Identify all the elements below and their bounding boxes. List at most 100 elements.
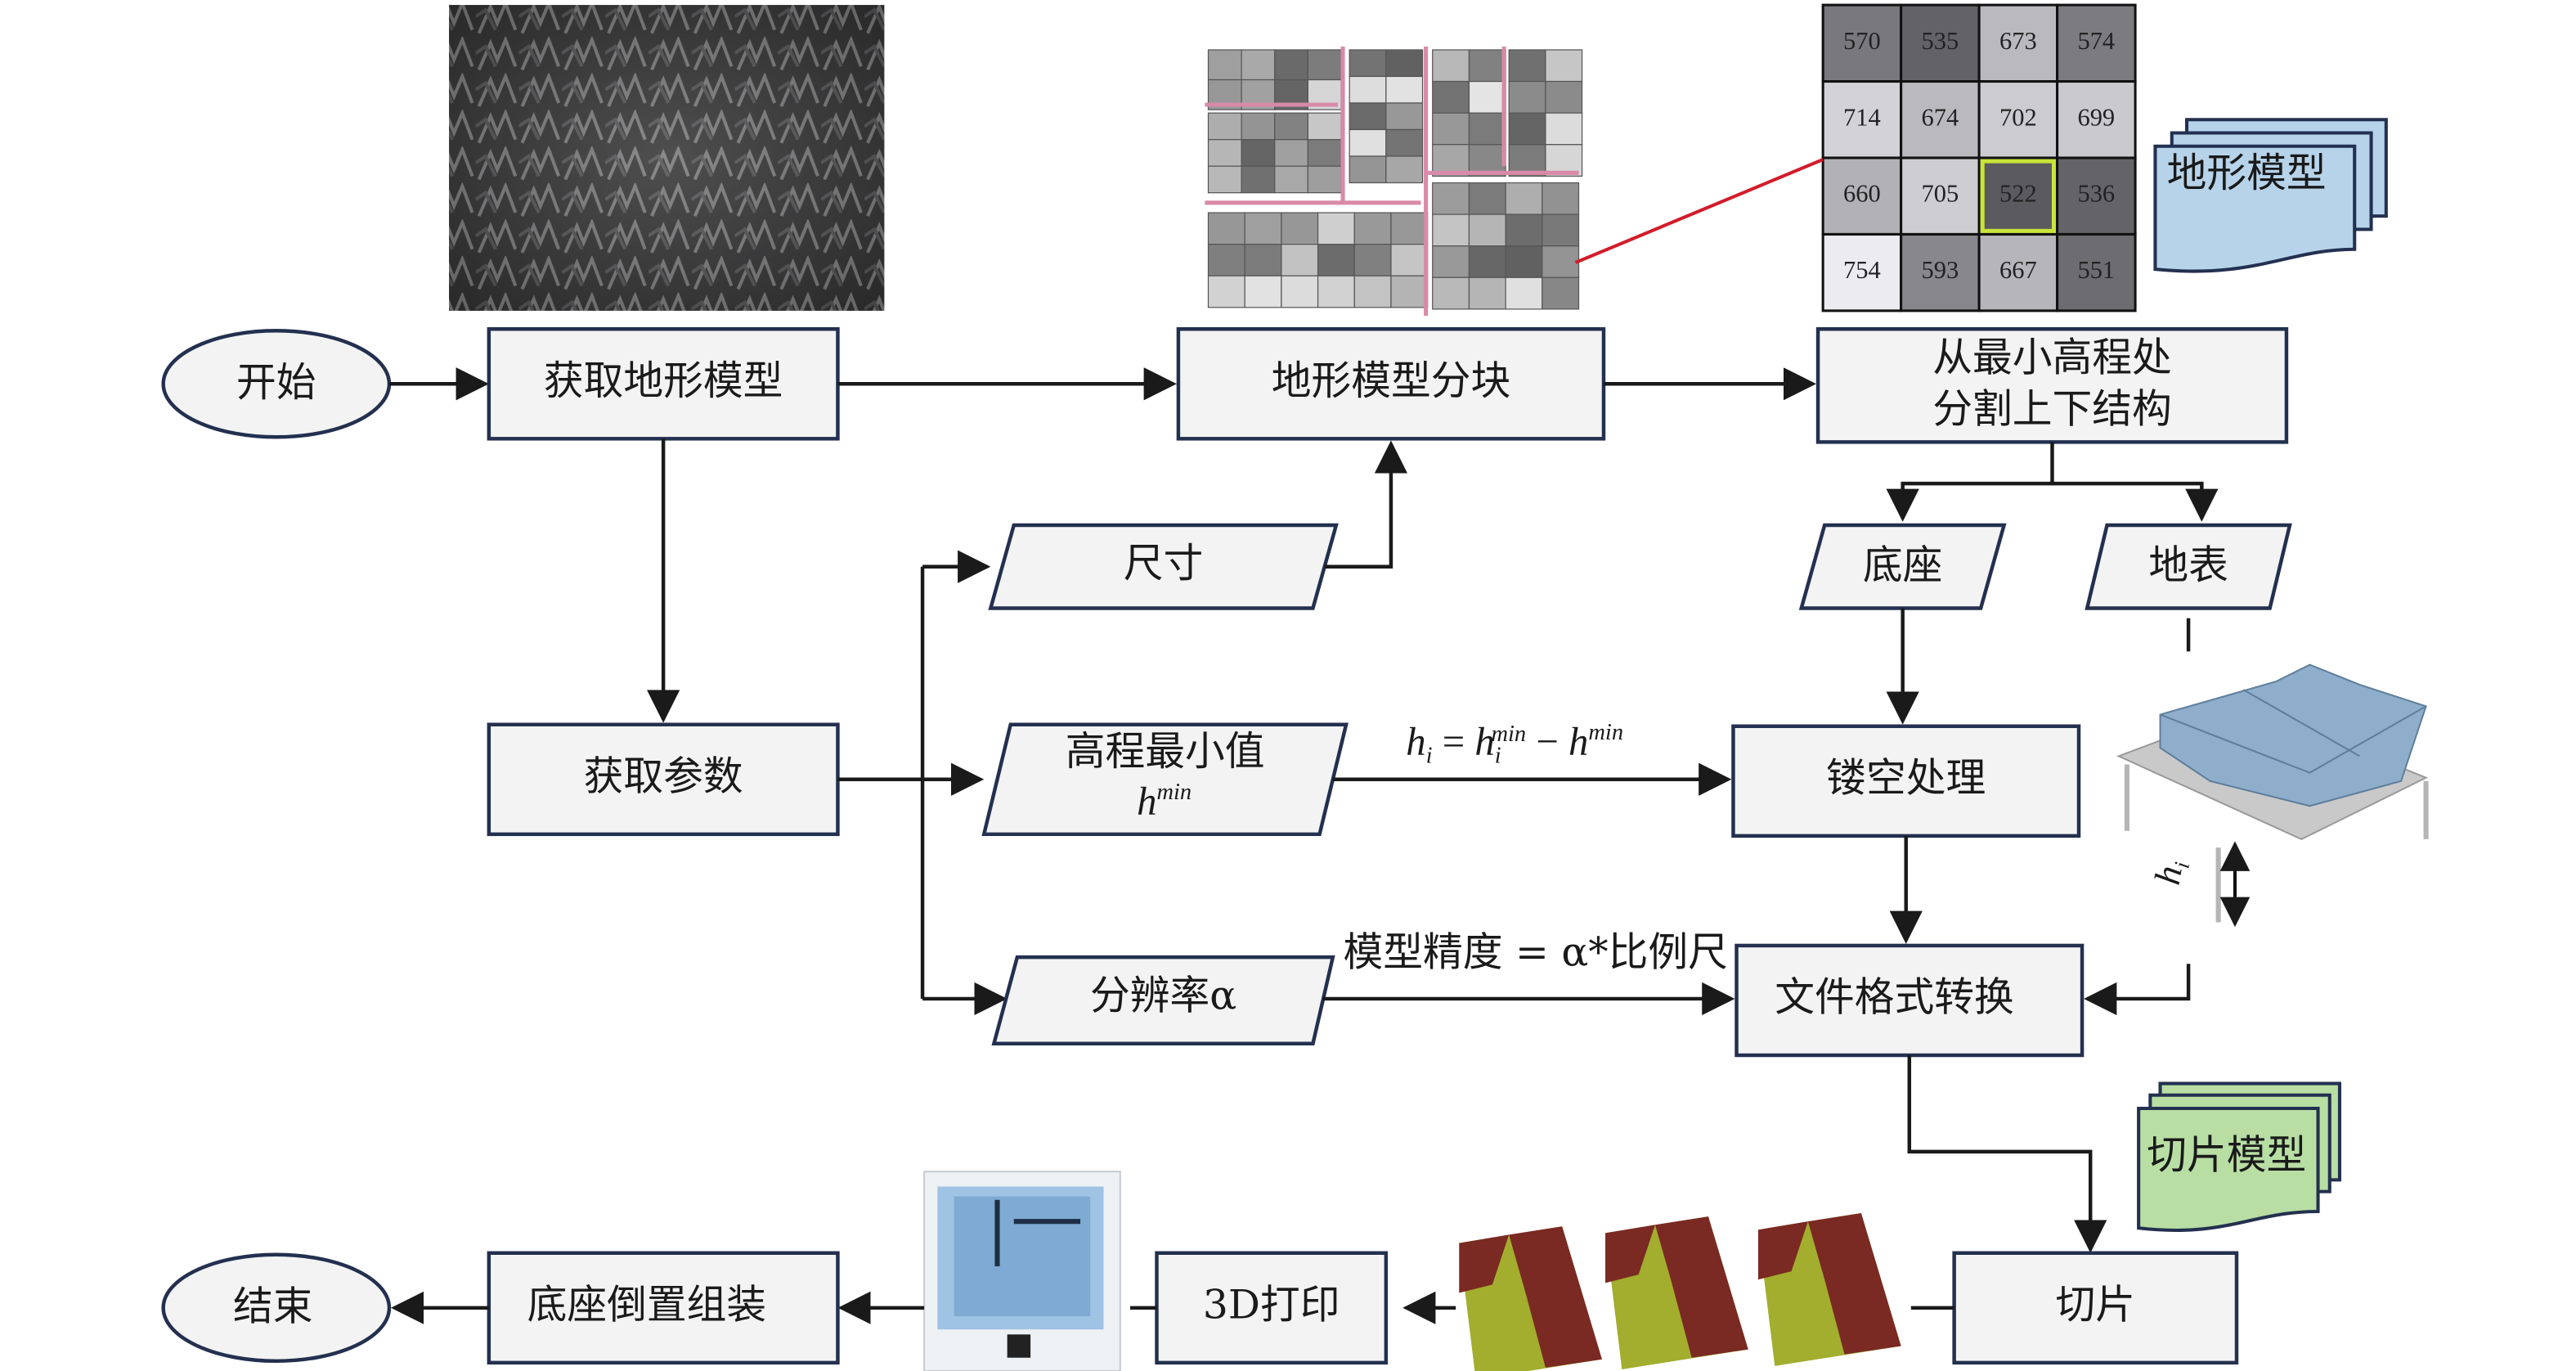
mosaic-tile xyxy=(1468,182,1506,215)
slice-preview-image xyxy=(1459,1226,1602,1371)
print3d-node[interactable]: 3D打印 xyxy=(1155,1251,1389,1365)
mosaic-tile xyxy=(1432,245,1470,278)
grid-cell-value: 574 xyxy=(2077,27,2115,55)
mosaic-tile xyxy=(1349,128,1387,157)
get-terrain-node[interactable]: 获取地形模型 xyxy=(487,327,840,441)
mosaic-tile xyxy=(1542,245,1580,278)
grid-cell: 551 xyxy=(2056,232,2137,312)
arrow-to-base xyxy=(1886,442,2054,522)
resolution-node[interactable]: 分辨率α xyxy=(991,955,1335,1046)
mosaic-tile xyxy=(1508,80,1546,114)
grid-cell-value: 714 xyxy=(1843,103,1881,131)
grid-cell: 754 xyxy=(1821,232,1903,312)
split-structure-node[interactable]: 从最小高程处 分割上下结构 xyxy=(1815,327,2289,444)
mosaic-tile xyxy=(1317,212,1355,245)
mosaic-tile xyxy=(1274,165,1308,194)
block-split-node[interactable]: 地形模型分块 xyxy=(1176,327,1606,441)
grid-cell: 673 xyxy=(1977,3,2059,83)
hollow-label: 镂空处理 xyxy=(1826,755,1986,801)
start-node[interactable]: 开始 xyxy=(161,329,392,439)
grid-cell-value: 522 xyxy=(1999,180,2037,208)
mosaic-tile xyxy=(1307,49,1342,81)
printer-icon xyxy=(923,1171,1121,1371)
start-label: 开始 xyxy=(236,360,316,406)
mosaic-tile xyxy=(1432,49,1470,83)
grid-cell-value: 536 xyxy=(2077,180,2115,208)
end-node[interactable]: 结束 xyxy=(161,1252,392,1364)
slice-preview-image xyxy=(1757,1213,1901,1366)
mosaic-tile xyxy=(1545,112,1583,146)
zoom-link-line xyxy=(1574,158,1824,264)
grid-cell: 535 xyxy=(1900,3,1981,83)
get-terrain-label: 获取地形模型 xyxy=(544,358,783,404)
split-structure-line1: 从最小高程处 xyxy=(1932,335,2172,380)
grid-cell: 667 xyxy=(1977,232,2059,312)
slice-label: 切片 xyxy=(2056,1282,2136,1328)
mosaic-tile xyxy=(1274,112,1308,141)
mosaic-tile xyxy=(1281,244,1319,276)
slice-model-document: 切片模型 xyxy=(2137,1081,2341,1232)
mosaic-tile xyxy=(1353,244,1392,276)
mosaic-tile xyxy=(1385,155,1424,184)
mosaic-tile xyxy=(1307,165,1342,194)
mosaic-tile xyxy=(1468,214,1506,247)
grid-cell: 570 xyxy=(1821,3,1903,83)
grid-cell-value: 551 xyxy=(2077,256,2115,284)
arrow-to-surface xyxy=(2052,481,2219,522)
grid-cell: 705 xyxy=(1900,156,1981,236)
mosaic-tile xyxy=(1353,275,1392,308)
mosaic-tile xyxy=(1508,112,1546,146)
grid-cell: 674 xyxy=(1900,80,1981,160)
terrain-model-document: 地形模型 xyxy=(2153,118,2388,273)
base-label: 底座 xyxy=(1863,542,1943,588)
base-node[interactable]: 底座 xyxy=(1798,523,2007,610)
resolution-label: 分辨率α xyxy=(1090,973,1236,1018)
block-mosaic-image xyxy=(1205,46,1583,316)
mosaic-tile xyxy=(1207,275,1245,308)
grid-cell-value: 705 xyxy=(1922,180,1959,208)
grid-cell-value: 702 xyxy=(1999,103,2037,131)
mosaic-tile xyxy=(1385,75,1424,104)
mosaic-tile xyxy=(1468,112,1506,146)
slice-node[interactable]: 切片 xyxy=(1952,1251,2239,1365)
surface-node[interactable]: 地表 xyxy=(2085,523,2292,610)
mosaic-tile xyxy=(1385,102,1424,131)
mosaic-tile xyxy=(1505,182,1543,215)
grid-cell-value: 699 xyxy=(2077,103,2115,131)
split-structure-line2: 分割上下结构 xyxy=(1932,386,2172,432)
slice-preview-image xyxy=(1605,1216,1748,1369)
grid-cell-value: 667 xyxy=(1999,256,2037,284)
min-elevation-node[interactable]: 高程最小值 hmin xyxy=(981,722,1349,837)
mosaic-tile xyxy=(1468,80,1506,114)
mosaic-tile xyxy=(1349,49,1387,78)
mosaic-tile xyxy=(1207,49,1242,81)
get-params-node[interactable]: 获取参数 xyxy=(487,722,840,837)
grid-cell: 593 xyxy=(1900,232,1981,312)
surface-label: 地表 xyxy=(2148,542,2228,588)
slice-model-doc-label: 切片模型 xyxy=(2147,1132,2306,1178)
grid-cell: 702 xyxy=(1977,80,2059,160)
assemble-label: 底座倒置组装 xyxy=(527,1282,767,1328)
end-label: 结束 xyxy=(233,1283,313,1329)
mosaic-tile xyxy=(1349,155,1387,184)
grid-cell-value: 754 xyxy=(1843,256,1881,284)
terrain-model-doc-label: 地形模型 xyxy=(2167,151,2327,196)
grid-cell-value: 570 xyxy=(1843,27,1881,55)
mosaic-tile xyxy=(1244,244,1282,276)
mosaic-tile xyxy=(1385,49,1424,78)
assemble-node[interactable]: 底座倒置组装 xyxy=(487,1251,840,1365)
mosaic-tile xyxy=(1241,49,1276,81)
grid-cell: 660 xyxy=(1821,156,1903,236)
mosaic-tile xyxy=(1241,112,1276,141)
size-node[interactable]: 尺寸 xyxy=(988,523,1339,610)
mosaic-tile xyxy=(1432,214,1470,247)
mosaic-tile xyxy=(1317,244,1355,276)
mosaic-tile xyxy=(1390,212,1429,245)
arrow-size-to-block-split xyxy=(1324,440,1408,569)
mosaic-tile xyxy=(1390,244,1429,276)
mosaic-tile xyxy=(1241,165,1276,194)
mosaic-tile xyxy=(1274,49,1308,81)
hollow-node[interactable]: 镂空处理 xyxy=(1731,724,2081,838)
mosaic-tile xyxy=(1468,49,1506,83)
convert-node[interactable]: 文件格式转换 xyxy=(1735,943,2085,1058)
